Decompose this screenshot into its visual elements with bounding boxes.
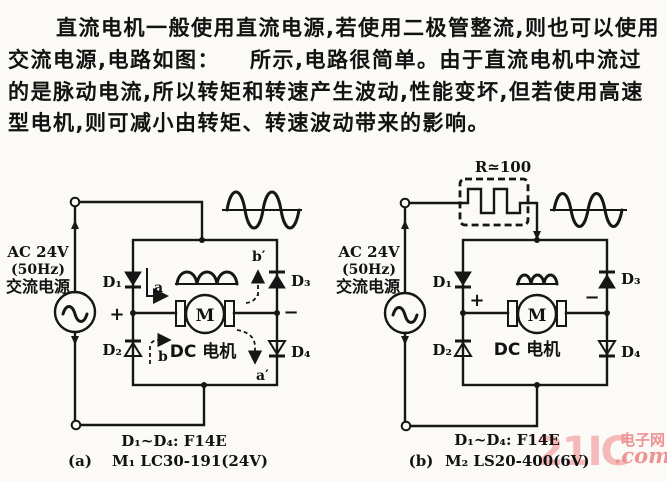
circuit-b: R≃100 AC 24V (50Hz) 交流电源	[336, 158, 641, 470]
caption-a-tag: (a)	[68, 452, 92, 470]
source-voltage-label: AC 24V	[337, 243, 400, 261]
diode-d2-label: D₂	[102, 341, 122, 359]
terminal-icon	[70, 419, 82, 431]
terminal-icon	[400, 420, 412, 432]
current-path-a-prime	[236, 329, 263, 365]
series-resistor-icon	[458, 177, 530, 227]
caption-a-diodes: D₁~D₄: F14E	[121, 432, 226, 450]
ac-source-icon	[53, 290, 97, 334]
sine-wave-icon	[550, 192, 627, 228]
plus-label: +	[109, 304, 124, 325]
current-arrow-icon	[401, 220, 409, 229]
motor-letter: M	[528, 306, 547, 326]
point-a-prime-label: a′	[256, 368, 269, 384]
caption-a-motor: M₁ LC30-191(24V)	[112, 452, 268, 470]
ac-source-icon	[383, 291, 427, 335]
junction-dot	[534, 382, 540, 388]
diode-d4	[267, 340, 287, 358]
current-path-b-prime-hook	[245, 294, 258, 304]
watermark-domain: .com	[614, 443, 667, 468]
motor-label: DC 电机	[170, 341, 237, 362]
circuit-diagrams: AC 24V (50Hz) 交流电源	[6, 158, 641, 470]
watermark-brand: 21IC	[536, 429, 630, 475]
current-path-a	[146, 268, 169, 304]
diode-d3-label: D₃	[291, 272, 311, 290]
rectified-wave-icon	[516, 273, 559, 286]
junction-dot	[130, 310, 136, 316]
caption-b-tag: (b)	[409, 452, 434, 470]
current-path-b	[149, 332, 172, 364]
source-name-label: 交流电源	[336, 277, 400, 296]
terminal-icon	[69, 196, 81, 208]
minus-label: −	[584, 287, 599, 308]
motor-icon	[507, 293, 567, 335]
motor-label: DC 电机	[494, 339, 561, 360]
point-b-prime-label: b′	[252, 249, 266, 265]
caption-b-motor: M₂ LS20-400(6V)	[445, 452, 589, 470]
diode-d4	[597, 340, 617, 358]
minus-label: −	[283, 302, 298, 323]
diode-d3-label: D₃	[621, 270, 641, 288]
rectified-wave-icon	[175, 270, 239, 286]
diode-d4-label: D₄	[621, 343, 641, 361]
circuit-a-wiring	[73, 200, 279, 427]
diode-d1-label: D₁	[102, 273, 122, 291]
motor-letter: M	[196, 306, 215, 326]
current-arrow-icon	[71, 220, 79, 229]
junction-dot	[604, 310, 610, 316]
source-frequency-label: (50Hz)	[342, 262, 396, 278]
paragraph-line-4: 型电机,则可减小由转矩、转速波动带来的影响。	[8, 111, 490, 135]
junction-dot	[460, 310, 466, 316]
junction-dot	[201, 382, 207, 388]
diode-d4-label: D₄	[291, 343, 311, 361]
diode-d3	[598, 270, 616, 289]
source-voltage-label: AC 24V	[6, 243, 69, 261]
sine-wave-icon	[222, 190, 302, 230]
diode-d1-label: D₁	[432, 273, 452, 291]
circuit-a: AC 24V (50Hz) 交流电源	[6, 190, 311, 470]
junction-dot	[274, 310, 280, 316]
junction-dot	[534, 237, 540, 243]
point-a-label: a	[154, 280, 163, 296]
junction-dot	[199, 237, 205, 243]
source-frequency-label: (50Hz)	[11, 262, 65, 278]
paragraph-line-1: 直流电机一般使用直流电源,若使用二极管整流,则也可以使用	[56, 16, 660, 40]
plus-label: +	[469, 290, 484, 311]
diode-d3	[268, 270, 286, 289]
diode-d1	[454, 271, 472, 289]
caption-b-diodes: D₁~D₄: F14E	[454, 431, 559, 449]
current-arrow-icon	[533, 231, 541, 240]
current-arrow-icon	[71, 336, 79, 345]
diode-d2	[453, 339, 473, 357]
diode-d2-label: D₂	[432, 341, 452, 359]
watermark-site: 电子网	[620, 431, 666, 449]
paragraph-line-3: 的是脉动电流,所以转矩和转速产生波动,性能变坏,但若使用高速	[8, 80, 644, 104]
circuit-b-wiring	[403, 201, 609, 428]
diode-d1	[124, 271, 142, 289]
resistor-value-label: R≃100	[475, 158, 531, 176]
motor-icon	[175, 293, 235, 335]
point-b-label: b	[158, 349, 168, 365]
diode-d2	[123, 339, 143, 357]
terminal-icon	[399, 197, 411, 209]
current-arrow-icon	[401, 336, 409, 345]
paragraph-line-2b: 所示,电路很简单。由于直流电机中流过	[249, 48, 642, 72]
paragraph-line-2a: 交流电源,电路如图：	[8, 48, 220, 72]
source-name-label: 交流电源	[6, 277, 70, 296]
paragraph-line-2: 交流电源,电路如图： 所示,电路很简单。由于直流电机中流过	[8, 44, 642, 74]
